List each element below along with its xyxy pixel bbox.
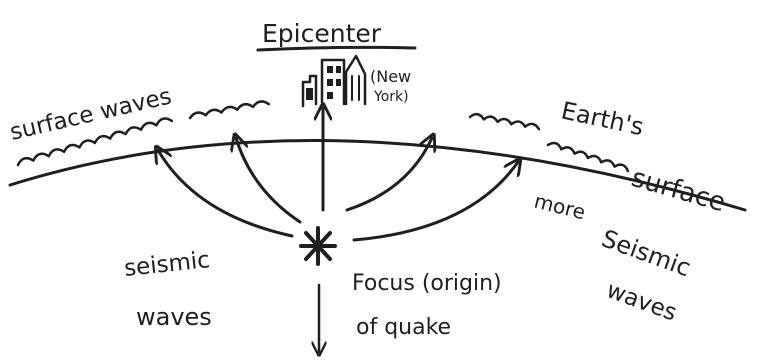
focus-label-line1: Focus (origin) <box>352 271 502 296</box>
earth-surface-label-line2: surface <box>628 163 729 218</box>
surface-wave-right <box>548 141 629 171</box>
city-label-line2: York) <box>373 89 409 105</box>
title-underline <box>258 47 415 50</box>
focus-label-line2: of quake <box>356 315 451 340</box>
seismic-waves-label-line2: waves <box>136 303 212 331</box>
seismic-wave-arrow-left <box>236 138 300 222</box>
seismic-waves-label-line1: seismic <box>123 247 211 282</box>
more-seismic-label-line2: Seismic <box>598 224 694 282</box>
seismic-wave-arrow-far-left <box>158 150 292 236</box>
focus-star-icon <box>301 228 335 264</box>
surface-wave-left-upper <box>189 100 268 118</box>
surface-waves-label: surface waves <box>8 83 175 145</box>
city-buildings-icon <box>303 56 365 106</box>
more-seismic-label-line3: waves <box>603 277 680 326</box>
epicenter-title: Epicenter <box>262 19 382 48</box>
surface-wave-right-upper <box>470 113 540 129</box>
earth-surface-label-line1: Earth's <box>559 96 646 141</box>
seismic-wave-arrow-right <box>347 138 432 210</box>
more-seismic-label-line1: more <box>532 189 588 225</box>
seismic-wave-arrow-far-right <box>354 162 518 240</box>
city-label-line1: (New <box>370 67 411 86</box>
